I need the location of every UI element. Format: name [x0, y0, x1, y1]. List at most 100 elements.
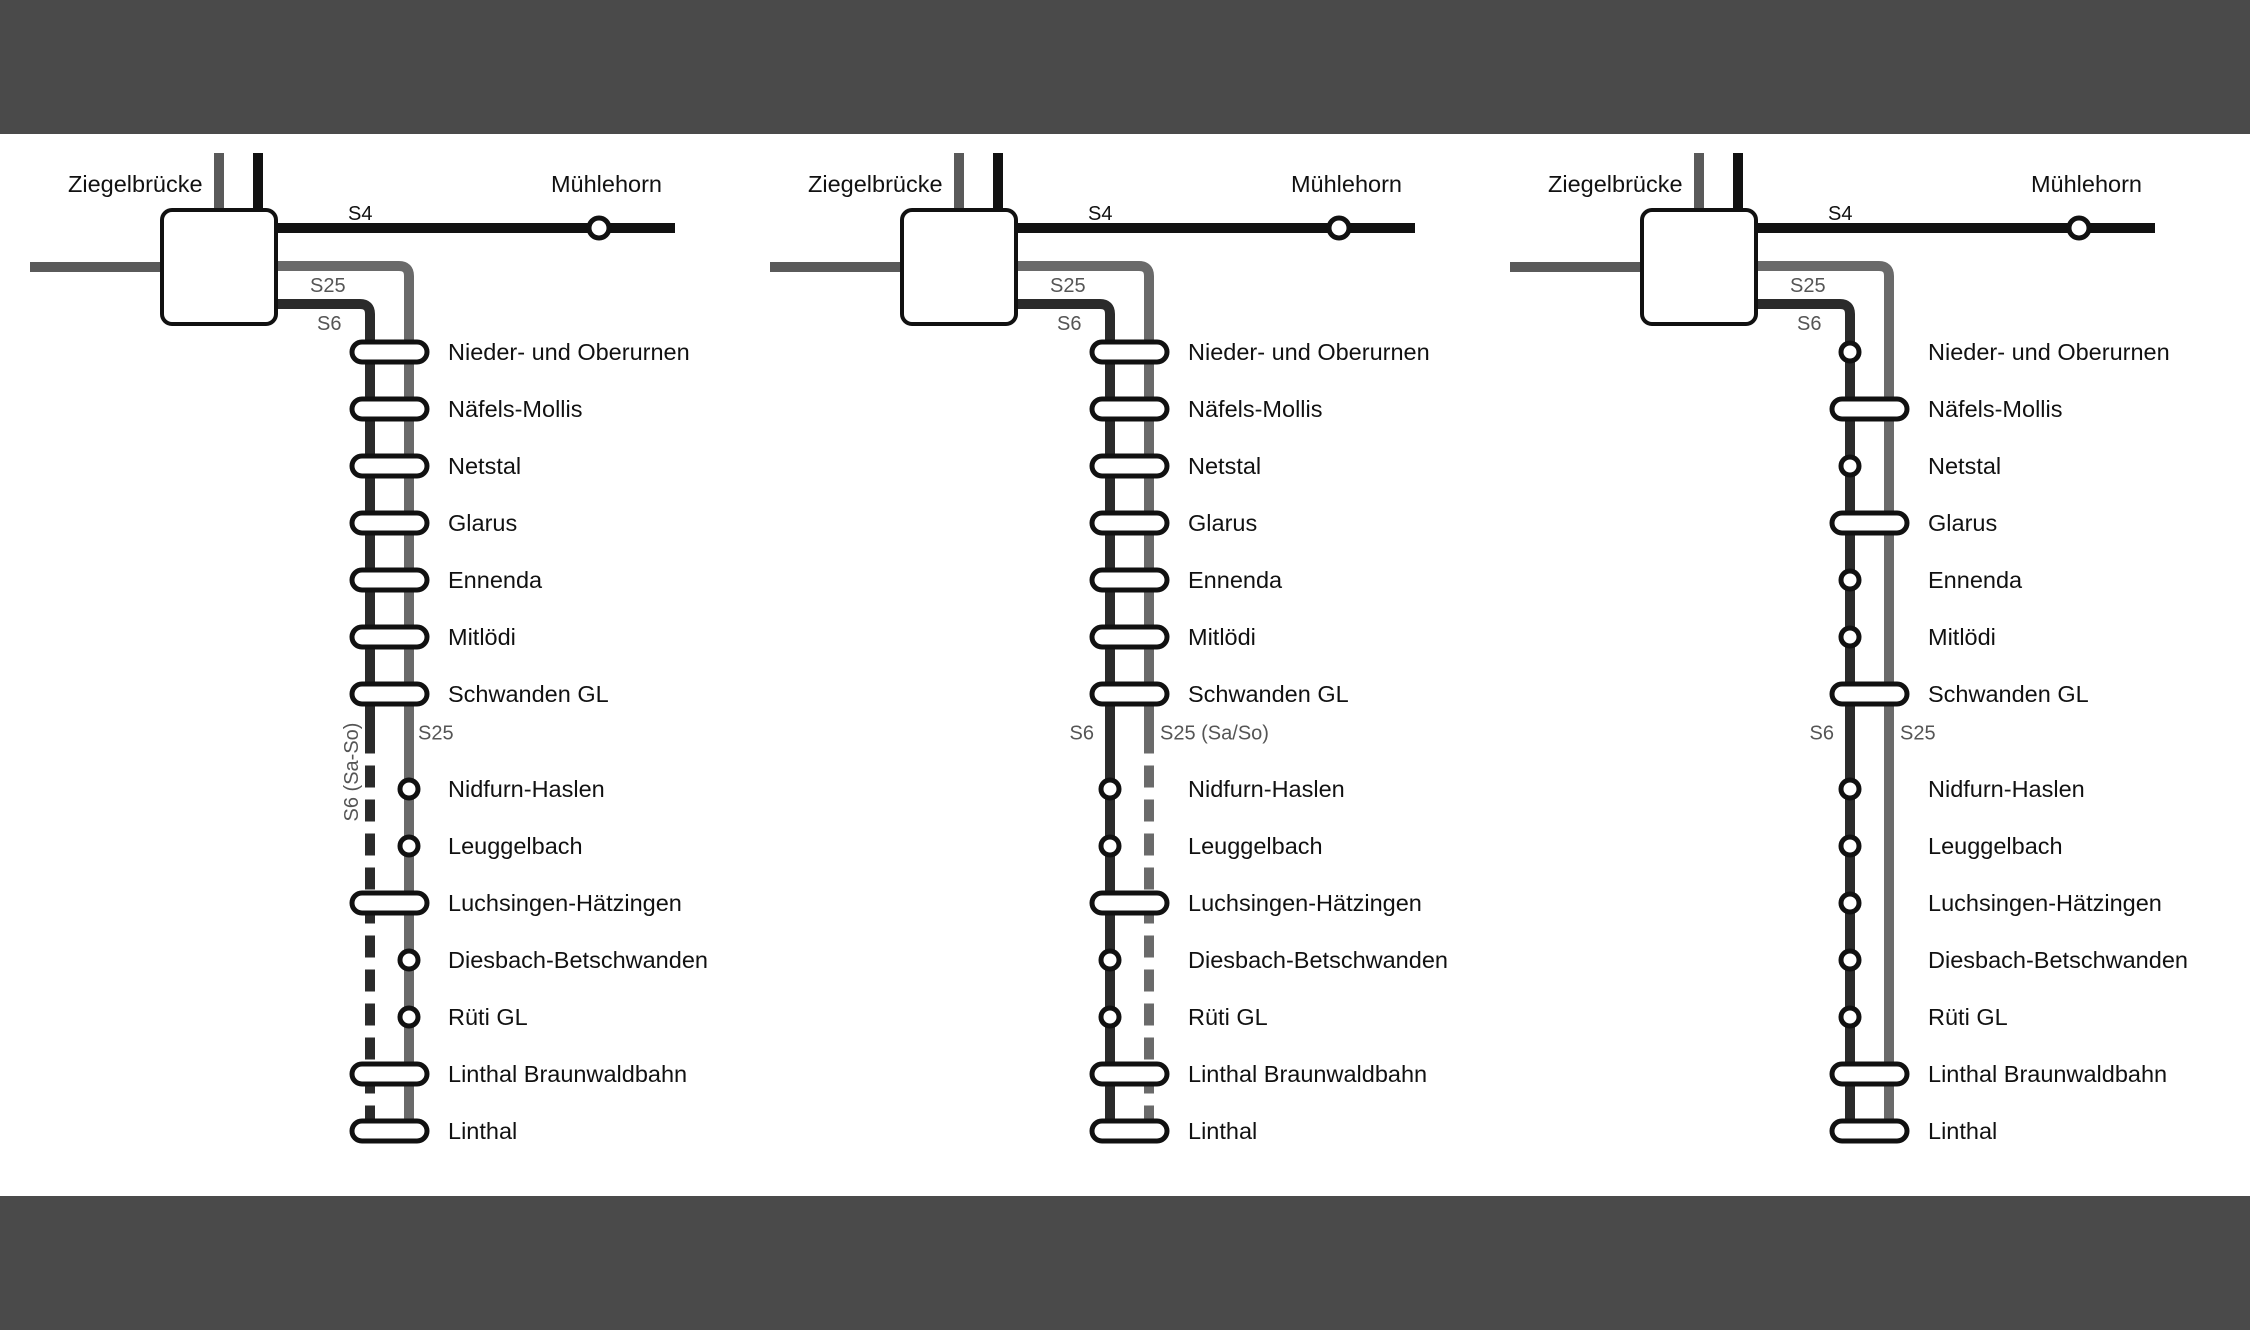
station-marker-s6 [1098, 1005, 1122, 1029]
station-label: Nidfurn-Haslen [1928, 776, 2085, 802]
station: Glarus [349, 510, 517, 536]
station: Linthal Braunwaldbahn [349, 1061, 687, 1087]
station-marker-both [349, 510, 430, 536]
station-marker-both [349, 396, 430, 422]
s25-line-upper [1016, 261, 1154, 732]
hub-ziegelbruecke [1640, 208, 1758, 326]
station: Luchsingen-Hätzingen [1838, 890, 2162, 916]
s6-branch-label: S6 [1070, 723, 1094, 745]
top-band [0, 0, 2250, 134]
station-marker-s25 [397, 1005, 421, 1029]
station: Luchsingen-Hätzingen [349, 890, 682, 916]
station: Nidfurn-Haslen [1098, 776, 1345, 802]
station-marker-both [1089, 453, 1170, 479]
station-marker-s6 [1098, 948, 1122, 972]
hub-ziegelbruecke [900, 208, 1018, 326]
station-label: Nieder- und Oberurnen [1928, 339, 2170, 365]
station-marker-s6 [1838, 454, 1862, 478]
station: Linthal Braunwaldbahn [1829, 1061, 2167, 1087]
station-label: Mitlödi [1188, 624, 1256, 650]
station-marker-s25 [397, 948, 421, 972]
station-marker-s6 [1098, 777, 1122, 801]
station-marker-both [1829, 681, 1910, 707]
s6-branch-label: S6 (Sa-So) [341, 723, 363, 822]
station-marker-s6 [1838, 834, 1862, 858]
station: Nidfurn-Haslen [1838, 776, 2085, 802]
station: Ennenda [349, 567, 543, 593]
station-label: Linthal [1928, 1118, 1997, 1144]
station-marker-both [1829, 1061, 1910, 1087]
station: Leuggelbach [1838, 833, 2063, 859]
station: Nieder- und Oberurnen [1838, 339, 2170, 365]
station: Netstal [1838, 453, 2001, 479]
station-label: Linthal Braunwaldbahn [1188, 1061, 1427, 1087]
station-label: Linthal [448, 1118, 517, 1144]
station: Näfels-Mollis [349, 396, 583, 422]
station-marker-s6 [1838, 948, 1862, 972]
station-label: Schwanden GL [448, 681, 609, 707]
s25-top-label: S25 [310, 275, 346, 297]
s25-branch-label: S25 (Sa/So) [1160, 723, 1269, 745]
station-label: Diesbach-Betschwanden [448, 947, 708, 973]
station-marker-both [1089, 396, 1170, 422]
station: Linthal [1829, 1118, 1997, 1144]
bottom-band [0, 1196, 2250, 1330]
station-marker-both [349, 567, 430, 593]
s6-top-label: S6 [1797, 313, 1821, 335]
terminal-label-left: Ziegelbrücke [808, 171, 943, 197]
station-label: Glarus [1928, 510, 1997, 536]
station-label: Glarus [1188, 510, 1257, 536]
station: Ennenda [1089, 567, 1283, 593]
station: Mitlödi [1089, 624, 1256, 650]
station-muehlehorn [1326, 215, 1352, 241]
station: Rüti GL [1838, 1004, 2008, 1030]
station-label: Ennenda [1188, 567, 1283, 593]
station-label: Luchsingen-Hätzingen [1928, 890, 2162, 916]
station-label: Näfels-Mollis [1928, 396, 2063, 422]
station: Ennenda [1838, 567, 2023, 593]
station: Schwanden GL [1089, 681, 1349, 707]
station-marker-s6 [1838, 625, 1862, 649]
station: Mitlödi [349, 624, 516, 650]
terminal-label-left: Ziegelbrücke [68, 171, 203, 197]
s6-line-upper [1756, 299, 1855, 732]
station: Diesbach-Betschwanden [1098, 947, 1448, 973]
station-marker-both [349, 339, 430, 365]
s6-line-upper [1016, 299, 1115, 732]
station-marker-both [1089, 681, 1170, 707]
s25-top-label: S25 [1790, 275, 1826, 297]
s4-label: S4 [1828, 203, 1852, 225]
station: Rüti GL [397, 1004, 528, 1030]
station: Netstal [349, 453, 521, 479]
s6-top-label: S6 [317, 313, 341, 335]
station: Diesbach-Betschwanden [1838, 947, 2188, 973]
station: Glarus [1089, 510, 1257, 536]
station-marker-s25 [397, 777, 421, 801]
station-label: Schwanden GL [1188, 681, 1349, 707]
station-muehlehorn [2066, 215, 2092, 241]
station-label: Ennenda [1928, 567, 2023, 593]
station-marker-both [349, 1061, 430, 1087]
station-label: Leuggelbach [1928, 833, 2063, 859]
station-label: Leuggelbach [448, 833, 583, 859]
station: Näfels-Mollis [1829, 396, 2063, 422]
station-marker-both [1829, 396, 1910, 422]
station-label: Diesbach-Betschwanden [1928, 947, 2188, 973]
station-marker-both [1089, 624, 1170, 650]
station-marker-both [1089, 1061, 1170, 1087]
station-marker-both [349, 1118, 430, 1144]
station-label: Rüti GL [448, 1004, 528, 1030]
station-label: Linthal Braunwaldbahn [1928, 1061, 2167, 1087]
station-label: Netstal [1928, 453, 2001, 479]
terminal-label-right: Mühlehorn [551, 171, 662, 197]
station-label: Schwanden GL [1928, 681, 2089, 707]
station-marker-s6 [1838, 1005, 1862, 1029]
station: Nieder- und Oberurnen [1089, 339, 1430, 365]
station-marker-both [1089, 890, 1170, 916]
station-label: Luchsingen-Hätzingen [448, 890, 682, 916]
station: Mitlödi [1838, 624, 1996, 650]
